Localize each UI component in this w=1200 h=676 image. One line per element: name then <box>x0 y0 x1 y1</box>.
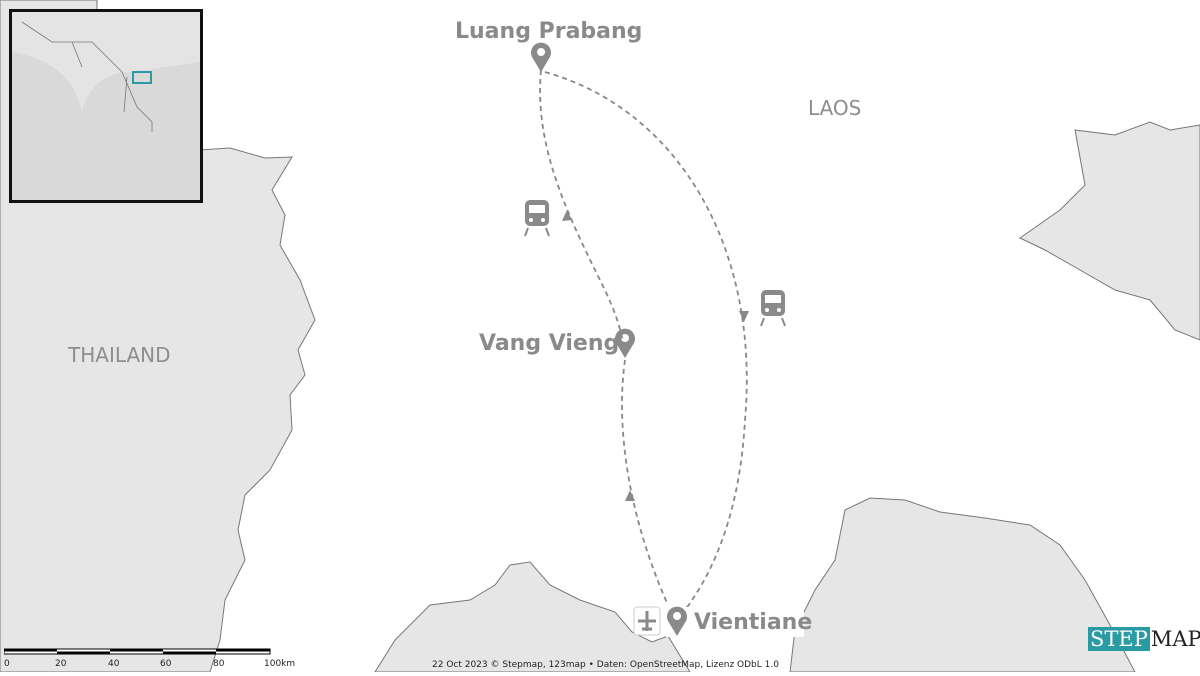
scale-bar: 0 20 40 60 80 100km <box>3 648 304 676</box>
map-pin-icon <box>531 42 552 72</box>
map-pin-icon <box>615 328 635 358</box>
route-arrow <box>625 490 635 501</box>
scale-tick: 80 <box>213 659 225 669</box>
route-arrow <box>739 311 749 322</box>
city-label-vang-vieng: Vang Vieng <box>479 331 620 356</box>
route-arrow <box>562 210 572 221</box>
city-label-vientiane: Vientiane <box>694 610 813 635</box>
map-pins <box>531 42 804 637</box>
logo-part-step: STEP <box>1088 627 1150 651</box>
scale-tick: 40 <box>108 659 120 669</box>
city-label-luang-prabang: Luang Prabang <box>455 19 643 44</box>
airplane-icon <box>633 606 661 636</box>
scale-tick: 20 <box>55 659 67 669</box>
inset-highlight <box>132 71 152 84</box>
vietnam-region <box>1019 121 1200 341</box>
stepmap-logo[interactable]: STEP MAP <box>1088 627 1200 651</box>
country-label-thailand: THAILAND <box>68 343 171 367</box>
train-icon <box>524 200 550 237</box>
thailand-south-region <box>374 561 691 672</box>
route-luangprabang-vientiane <box>544 71 748 611</box>
country-label-laos: LAOS <box>808 96 862 120</box>
train-icon <box>760 290 786 327</box>
overview-inset-map <box>9 9 203 203</box>
route-luangprabang-vangvieng <box>539 69 626 356</box>
scale-tick: 60 <box>160 659 172 669</box>
south-east-region <box>789 497 1136 672</box>
attribution-text: 22 Oct 2023 © Stepmap, 123map • Daten: O… <box>432 660 779 670</box>
scale-tick: 100km <box>264 659 295 669</box>
logo-part-map: MAP <box>1150 627 1200 651</box>
scale-tick: 0 <box>4 659 10 669</box>
map-pin-icon <box>666 606 687 636</box>
route-vangvieng-vientiane <box>621 359 669 606</box>
